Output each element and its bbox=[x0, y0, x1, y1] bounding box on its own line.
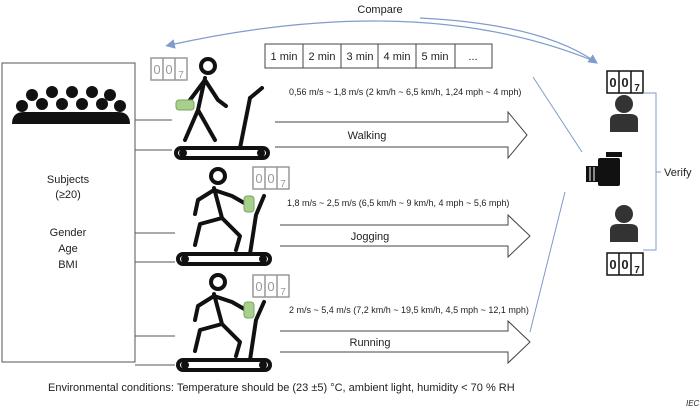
jogging-arrow bbox=[280, 213, 531, 259]
time-slot: 1 min bbox=[271, 51, 298, 63]
environmental-conditions: Environmental conditions: Temperature sh… bbox=[48, 382, 515, 394]
svg-text:0: 0 bbox=[609, 257, 616, 272]
attribute-bmi: BMI bbox=[58, 259, 78, 271]
subjects-count: (≥20) bbox=[55, 189, 81, 201]
iec-credit: IEC bbox=[686, 399, 700, 408]
jogging-label: Jogging bbox=[351, 231, 390, 243]
running-label: Running bbox=[350, 337, 391, 349]
time-slot: 3 min bbox=[347, 51, 374, 63]
jogging-treadmill-icon bbox=[176, 167, 272, 266]
svg-text:7: 7 bbox=[178, 70, 184, 81]
walking-arrow bbox=[275, 110, 528, 160]
svg-text:0: 0 bbox=[621, 257, 628, 272]
walking-counter-icon: 0 0 7 bbox=[150, 57, 188, 81]
attribute-gender: Gender bbox=[50, 227, 87, 239]
svg-text:0: 0 bbox=[165, 62, 172, 77]
time-slot: 4 min bbox=[384, 51, 411, 63]
attribute-age: Age bbox=[58, 243, 78, 255]
svg-text:7: 7 bbox=[634, 83, 640, 94]
running-arrow bbox=[280, 319, 531, 365]
reference-counter-top-icon: 0 0 7 bbox=[606, 70, 644, 94]
running-treadmill-icon bbox=[176, 273, 272, 372]
svg-text:0: 0 bbox=[255, 171, 262, 186]
svg-text:0: 0 bbox=[621, 75, 628, 90]
svg-text:7: 7 bbox=[634, 265, 640, 276]
walking-label: Walking bbox=[348, 130, 387, 142]
reference-counter-bottom-icon: 0 0 7 bbox=[606, 252, 644, 276]
svg-text:0: 0 bbox=[267, 171, 274, 186]
compare-label: Compare bbox=[357, 4, 402, 16]
subjects-title: Subjects bbox=[47, 174, 90, 186]
jogging-speed: 1,8 m/s ~ 2,5 m/s (6,5 km/h ~ 9 km/h, 4 … bbox=[287, 198, 509, 208]
svg-text:0: 0 bbox=[255, 279, 262, 294]
svg-text:7: 7 bbox=[280, 287, 286, 298]
running-speed: 2 m/s ~ 5,4 m/s (7,2 km/h ~ 19,5 km/h, 4… bbox=[289, 305, 529, 315]
svg-text:0: 0 bbox=[153, 62, 160, 77]
observer-top-icon bbox=[610, 95, 638, 132]
jogging-counter-icon: 0 0 7 bbox=[252, 166, 290, 190]
video-camera-icon bbox=[586, 152, 622, 186]
walking-speed: 0,56 m/s ~ 1,8 m/s (2 km/h ~ 6,5 km/h, 1… bbox=[289, 87, 521, 97]
running-counter-icon: 0 0 7 bbox=[252, 274, 290, 298]
svg-text:0: 0 bbox=[609, 75, 616, 90]
time-slots: 1 min 2 min 3 min 4 min 5 min ... bbox=[264, 43, 493, 69]
crowd-icon bbox=[12, 86, 130, 124]
verify-bracket bbox=[643, 92, 661, 251]
observer-bottom-icon bbox=[610, 205, 638, 242]
compare-arrow bbox=[165, 20, 595, 62]
walking-treadmill-icon bbox=[174, 57, 270, 160]
time-slot: ... bbox=[468, 51, 477, 63]
time-slot: 5 min bbox=[422, 51, 449, 63]
time-slot: 2 min bbox=[309, 51, 336, 63]
verify-label: Verify bbox=[664, 167, 692, 179]
svg-text:7: 7 bbox=[280, 179, 286, 190]
svg-text:0: 0 bbox=[267, 279, 274, 294]
